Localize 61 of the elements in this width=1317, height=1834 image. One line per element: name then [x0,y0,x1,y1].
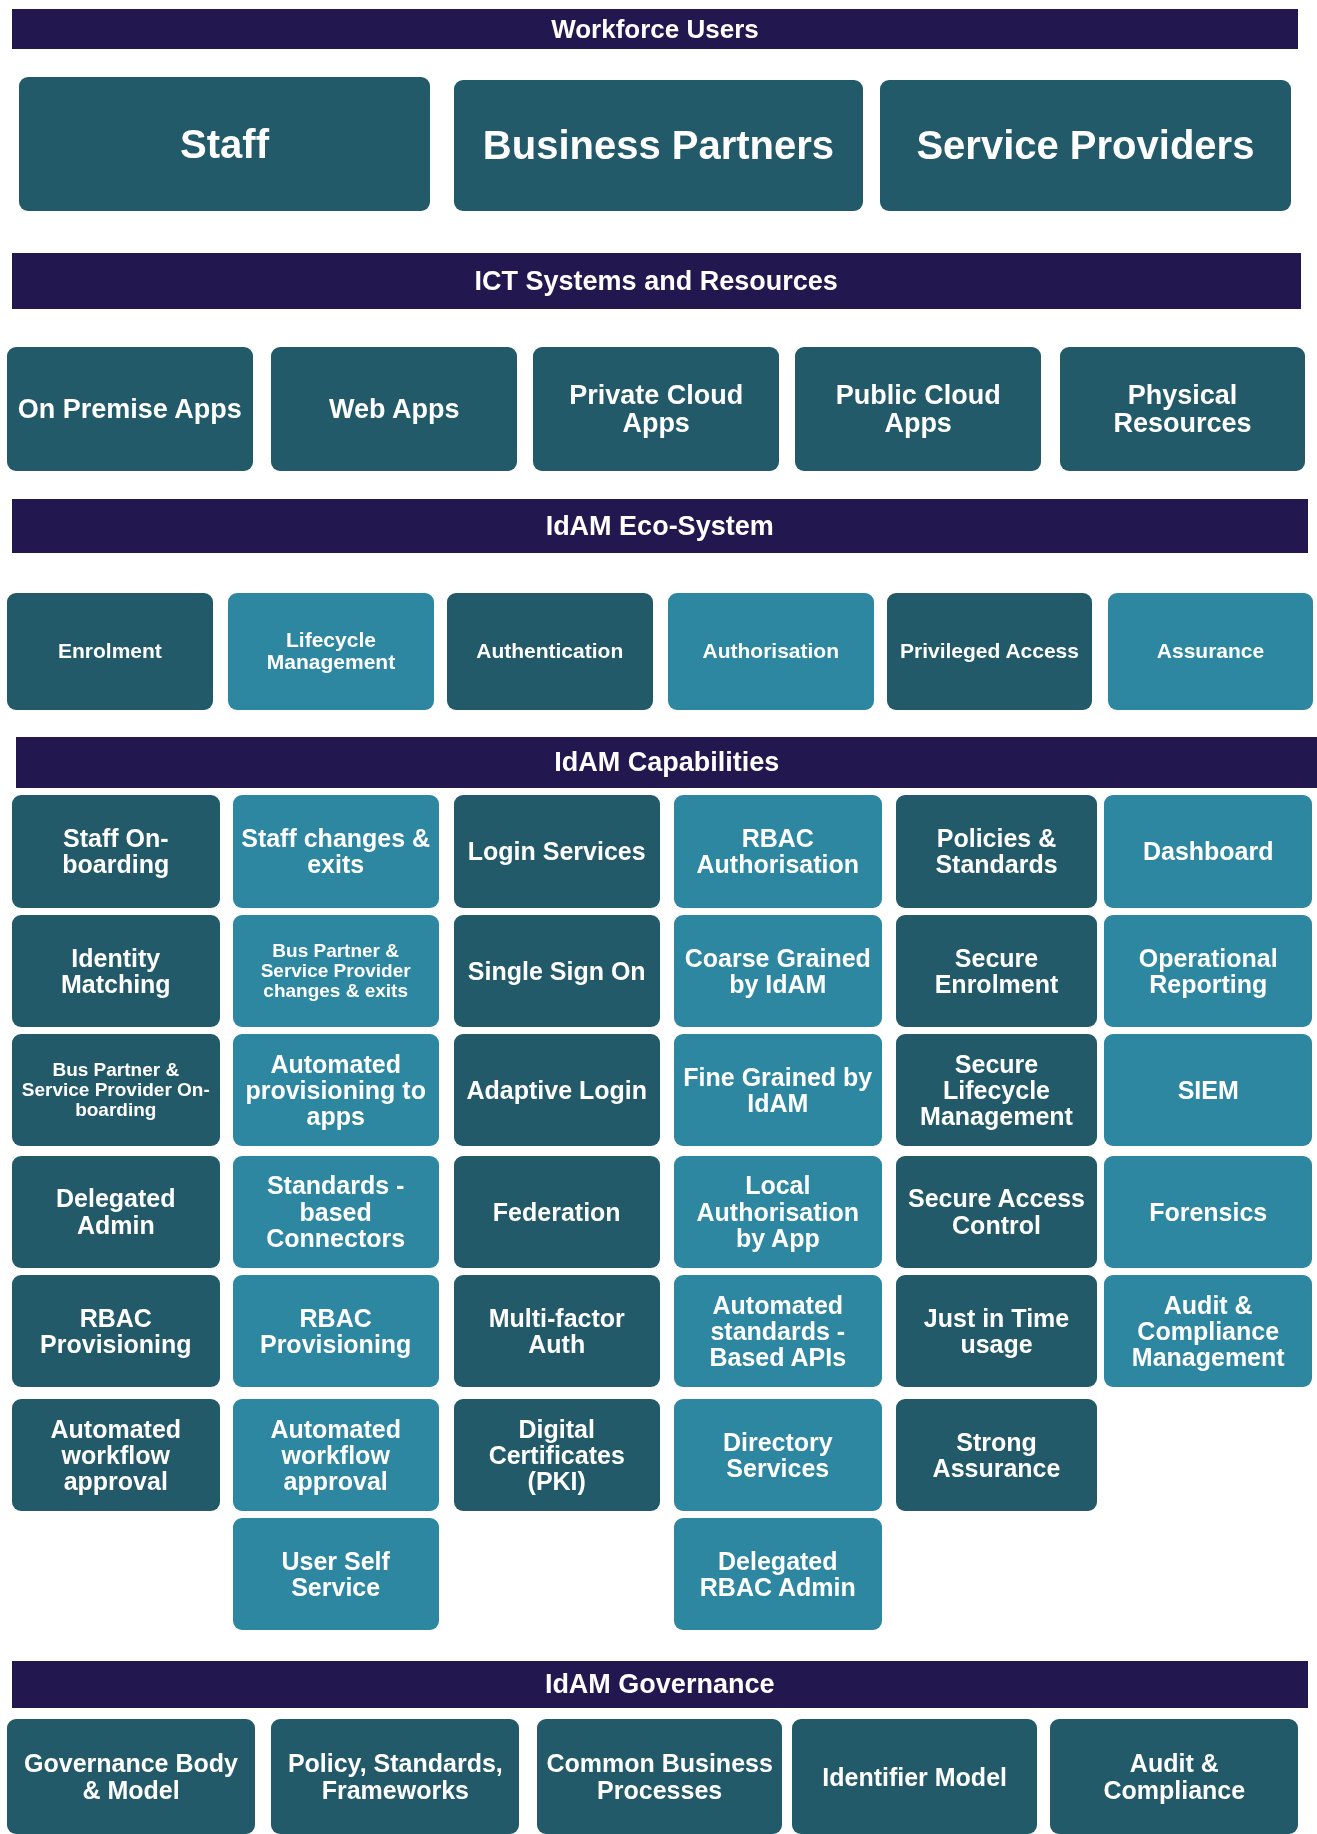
capability-box: Automated standards - Based APIs [673,1274,882,1388]
capability-box: Secure Lifecycle Management [895,1033,1098,1147]
header-band: ICT Systems and Resources [11,252,1301,309]
capability-box: Federation [453,1155,660,1268]
governance-box: Common Business Processes [536,1719,783,1834]
user-box: Staff [18,77,431,211]
ecosystem-box: Authorisation [667,593,874,710]
capability-box: Directory Services [673,1398,882,1512]
governance-box: Identifier Model [791,1719,1038,1834]
capability-box: Digital Certificates (PKI) [453,1398,660,1512]
capability-box: Automated provisioning to apps [232,1033,439,1147]
header-band: IdAM Capabilities [16,736,1317,789]
capability-box: Fine Grained by IdAM [673,1033,882,1147]
capability-box: Operational Reporting [1104,914,1313,1027]
ecosystem-box: Assurance [1107,593,1314,710]
capability-box: Local Authorisation by App [673,1155,882,1268]
ecosystem-box: Enrolment [7,593,213,710]
capability-box: Multi-factor Auth [453,1274,660,1388]
capability-box: Identity Matching [11,914,220,1027]
capability-box: Delegated RBAC Admin [673,1518,882,1631]
governance-box: Policy, Standards, Frameworks [271,1719,520,1834]
capability-box: Audit & Compliance Management [1104,1274,1313,1388]
user-box: Service Providers [879,79,1292,211]
header-band: IdAM Governance [11,1660,1308,1708]
capability-box: SIEM [1104,1033,1313,1147]
capability-box: Secure Enrolment [895,914,1098,1027]
capability-box: Bus Partner & Service Provider changes & exits [232,914,439,1027]
capability-box: Forensics [1104,1155,1313,1268]
header-band: Workforce Users [11,9,1299,50]
governance-box: Audit & Compliance [1050,1719,1299,1834]
header-band: IdAM Eco-System [11,499,1308,554]
capability-box: RBAC Provisioning [232,1274,439,1388]
system-box: Public Cloud Apps [795,347,1041,472]
capability-box: Just in Time usage [895,1274,1098,1388]
capability-box: Staff On-boarding [11,795,220,908]
capability-box: Policies & Standards [895,795,1098,908]
capability-box: User Self Service [232,1518,439,1631]
system-box: Web Apps [271,347,517,472]
ecosystem-box: Authentication [446,593,653,710]
capability-box: Staff changes & exits [232,795,439,908]
governance-box: Governance Body & Model [7,1719,255,1834]
capability-box: Automated workflow approval [232,1398,439,1512]
capability-box: Delegated Admin [11,1155,220,1268]
capability-box: Standards -based Connectors [232,1155,439,1268]
ecosystem-box: Lifecycle Management [228,593,434,710]
capability-box: Coarse Grained by IdAM [673,914,882,1027]
capability-box: Dashboard [1104,795,1313,908]
capability-box: Automated workflow approval [11,1398,220,1512]
capability-box: RBAC Provisioning [11,1274,220,1388]
system-box: Physical Resources [1059,347,1306,472]
user-box: Business Partners [453,79,864,211]
capability-box: Secure Access Control [895,1155,1098,1268]
ecosystem-box: Privileged Access [886,593,1093,710]
system-box: On Premise Apps [7,347,253,472]
capability-box: Adaptive Login [453,1033,660,1147]
capability-box: Strong Assurance [895,1398,1098,1512]
capability-box: Login Services [453,795,660,908]
capability-box: RBAC Authorisation [673,795,882,908]
system-box: Private Cloud Apps [533,347,779,472]
capability-box: Bus Partner & Service Provider On-boarding [11,1033,220,1147]
capability-box: Single Sign On [453,914,660,1027]
